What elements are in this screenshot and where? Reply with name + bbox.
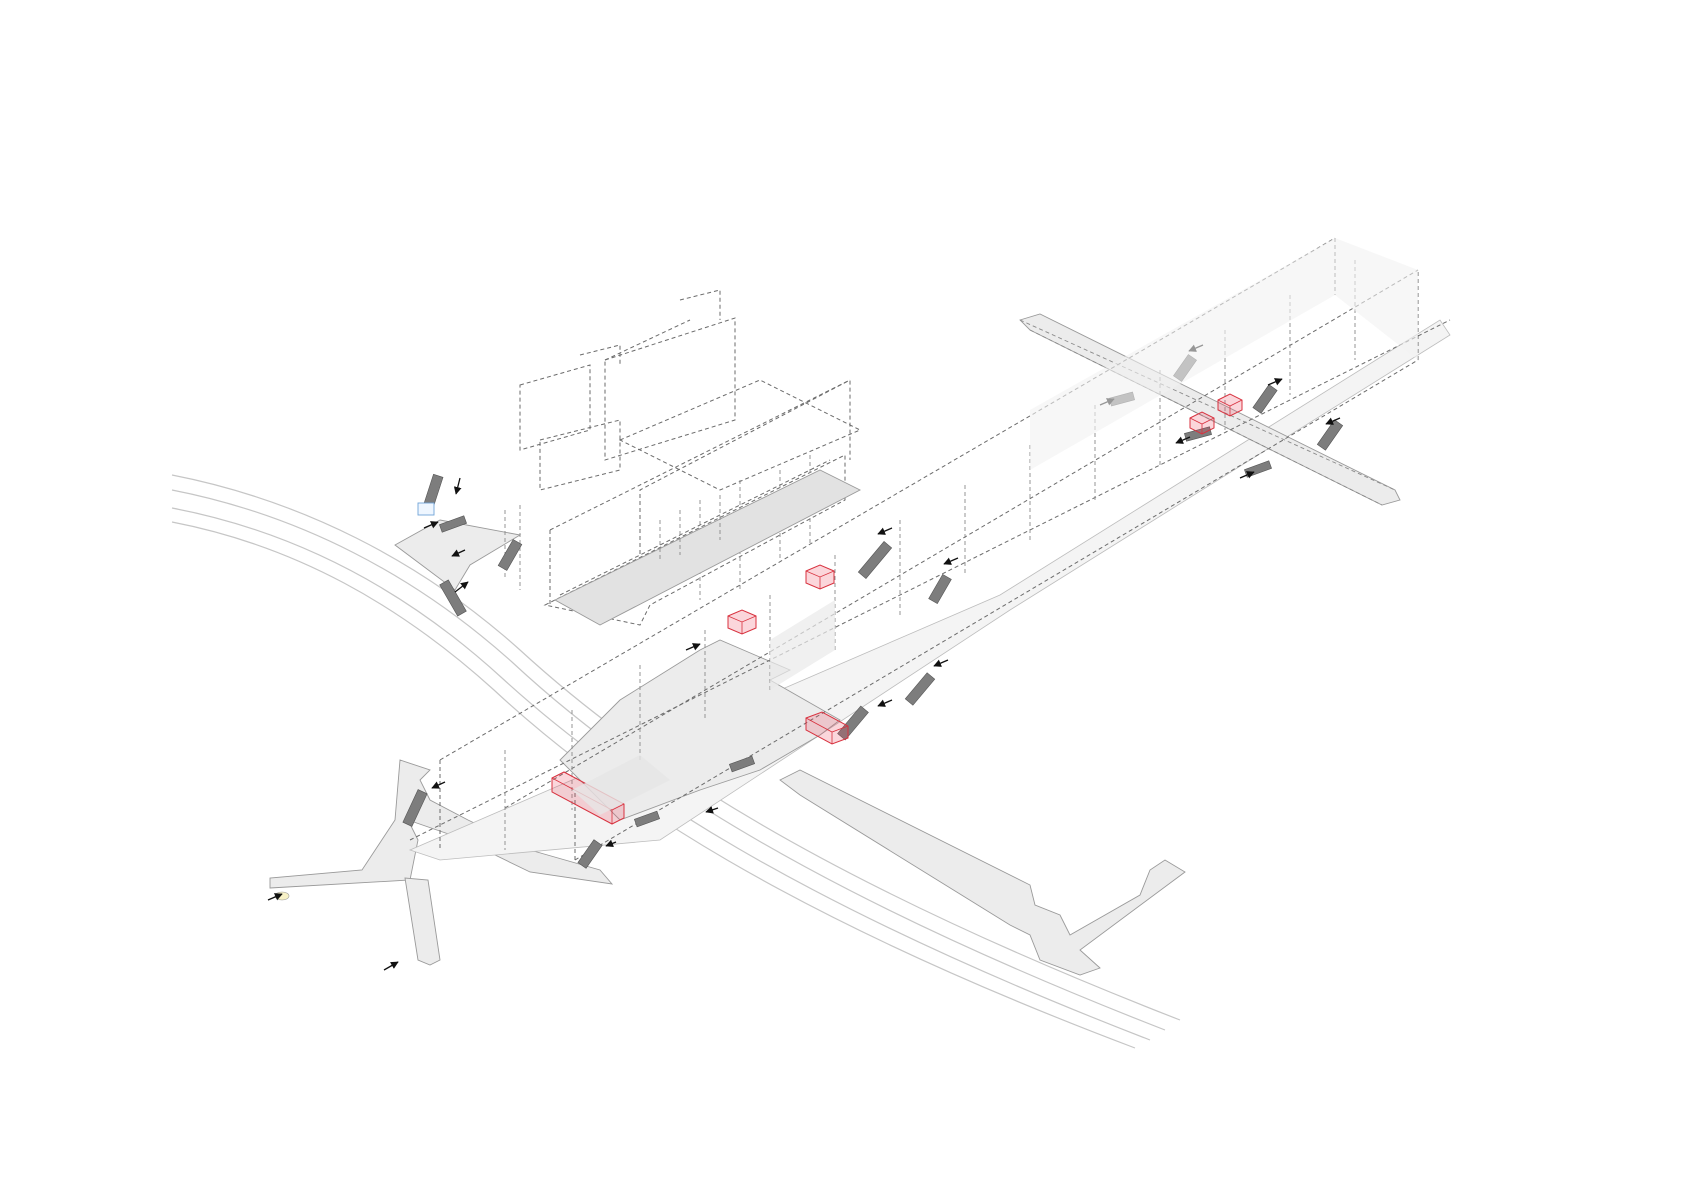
lower-concourse-floor	[269, 313, 1451, 976]
stair-6	[577, 839, 603, 869]
stair-14	[1316, 419, 1344, 451]
stair-9	[904, 672, 936, 706]
east-cross-dashed	[1019, 319, 1396, 506]
station-box	[409, 237, 1451, 861]
kiosk-1	[417, 502, 435, 516]
stair-3	[439, 579, 467, 617]
highlight-room-6	[1217, 393, 1243, 417]
stair-18	[728, 755, 756, 773]
stair-10	[857, 541, 893, 579]
highlight-room-5	[1189, 411, 1215, 435]
highlight-room-2	[727, 609, 757, 635]
highlight-room-1	[805, 564, 835, 590]
main-slab	[408, 319, 1451, 861]
northwest-block	[394, 519, 522, 591]
building-massing	[504, 289, 862, 626]
highlight-room-3	[805, 711, 849, 745]
stair-13	[1252, 384, 1278, 414]
stair-5	[402, 789, 428, 827]
y-passage-south	[404, 877, 441, 966]
stair-7	[633, 810, 661, 828]
stair-8	[837, 705, 869, 741]
stair-4	[497, 539, 523, 571]
entrance-arrows	[267, 344, 1341, 971]
stair-17	[1184, 426, 1212, 442]
south-corridor	[779, 769, 1186, 976]
stairways	[402, 354, 1344, 869]
stair-11	[928, 573, 952, 605]
stair-2	[439, 515, 467, 533]
building-ground-slab	[554, 469, 861, 626]
rail-tracks	[171, 474, 1181, 1049]
station-shading	[572, 238, 1418, 815]
